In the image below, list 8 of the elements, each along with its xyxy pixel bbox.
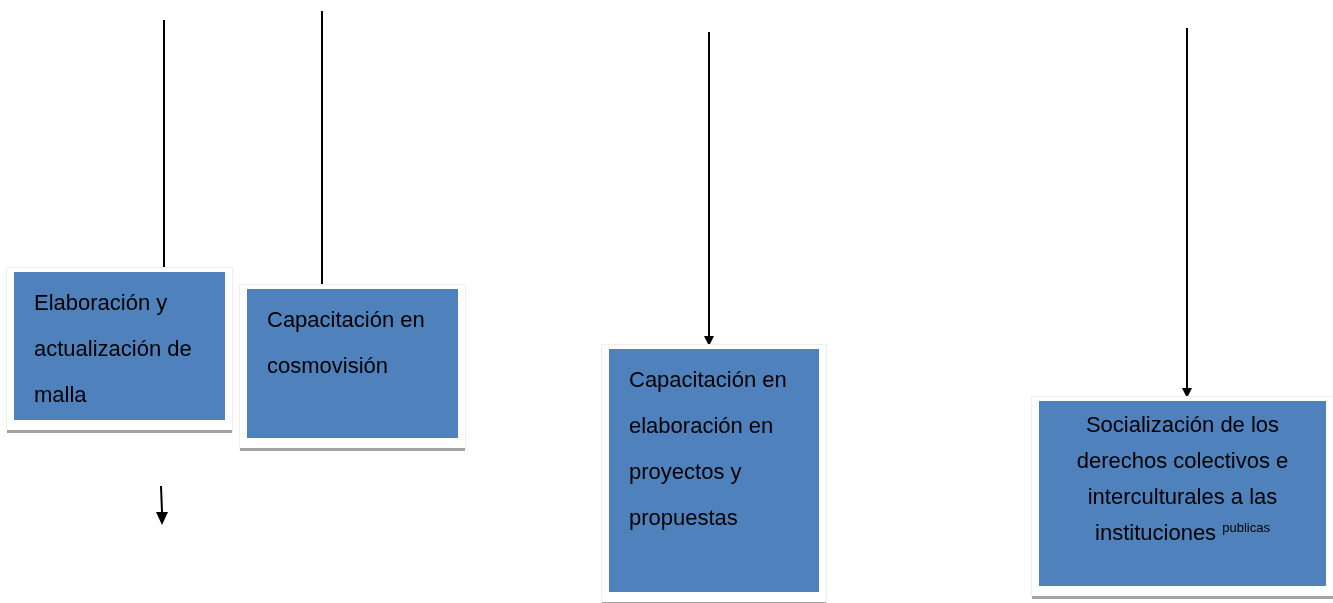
box-label: Socialización de los derechos colectivos e interculturales a las instituciones $^{publicas}$ <box>1039 401 1326 586</box>
box-label: Elaboración y actualización de malla <box>14 272 225 420</box>
box-label: Capacitación en elaboración en proyectos y propuestas <box>609 349 819 592</box>
box-label: Capacitación en cosmovisión <box>247 289 458 438</box>
arrow <box>704 31 714 346</box>
connector-line <box>321 10 323 286</box>
arrow <box>1182 27 1192 398</box>
connector-line <box>163 19 165 269</box>
